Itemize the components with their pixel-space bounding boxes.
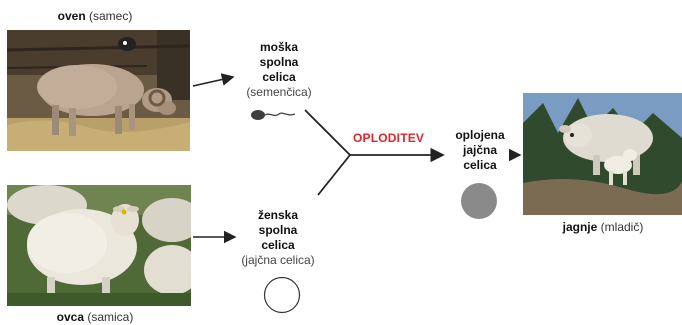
fertilized-cell-label: oplojena jajčna celica <box>442 128 518 173</box>
male-cell-line1: moška <box>259 40 299 54</box>
female-cell-sub: (jajčna celica) <box>241 253 315 267</box>
ewe-note: (samica) <box>87 310 134 324</box>
lamb-note: (mladič) <box>600 220 644 234</box>
female-cell-label: ženska spolna celica (jajčna celica) <box>228 208 328 268</box>
male-cell-line3: celica <box>262 70 296 84</box>
male-cell-line2: spolna <box>259 55 299 69</box>
process-label: OPLODITEV <box>353 131 425 145</box>
ewe-caption: ovca (samica) <box>20 310 170 324</box>
line-sperm-to-junction <box>304 109 351 156</box>
fertilized-cell-line1: oplojena <box>455 128 505 142</box>
sperm-cell-icon <box>250 106 298 124</box>
lamb-name: jagnje <box>562 220 598 234</box>
ram-caption: oven (samec) <box>20 9 170 23</box>
fertilized-cell-line2: jajčna <box>462 143 498 157</box>
arrow-ram-to-sperm <box>192 73 235 87</box>
female-cell-line3: celica <box>261 238 295 252</box>
female-cell-line1: ženska <box>257 208 299 222</box>
ram-name: oven <box>57 9 86 23</box>
male-cell-sub: (semenčica) <box>246 85 312 99</box>
ram-note: (samec) <box>89 9 133 23</box>
fertilized-cell-line3: celica <box>463 158 497 172</box>
ewe-name: ovca <box>56 310 84 324</box>
ram-photo <box>7 30 190 151</box>
zygote-icon <box>460 182 498 220</box>
line-egg-to-junction <box>317 154 351 196</box>
female-cell-line2: spolna <box>258 223 298 237</box>
male-cell-label: moška spolna celica (semenčica) <box>234 40 324 100</box>
lamb-photo <box>523 93 682 215</box>
lamb-caption: jagnje (mladič) <box>528 220 678 234</box>
egg-cell-icon <box>263 276 301 314</box>
ewe-photo <box>7 185 191 306</box>
